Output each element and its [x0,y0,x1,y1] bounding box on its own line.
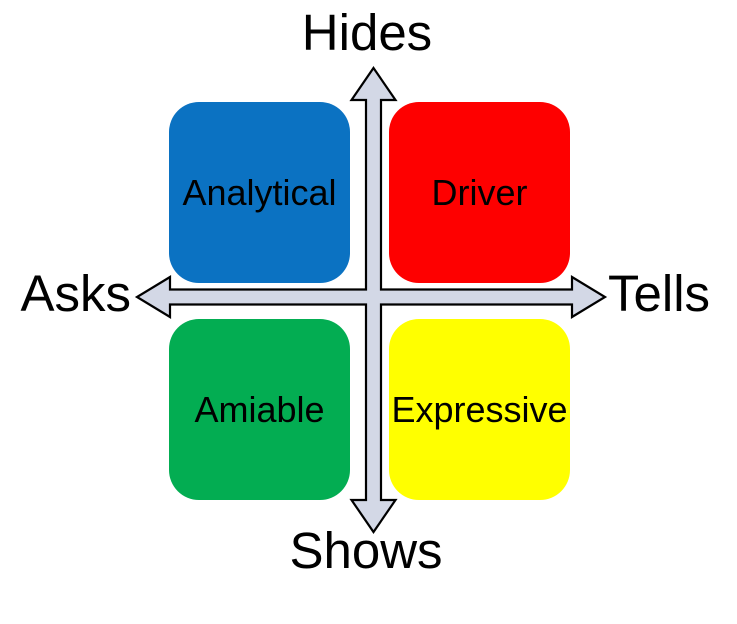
axis-label-shows: Shows [289,522,443,579]
quadrant-expressive-label: Expressive [391,388,568,430]
quadrant-amiable: Amiable [169,319,350,500]
axis-label-asks: Asks [20,265,131,322]
quadrant-expressive: Expressive [389,319,570,500]
quadrant-amiable-label: Amiable [194,388,325,430]
quadrant-analytical: Analytical [169,102,350,283]
axis-label-hides: Hides [301,4,433,61]
quadrant-driver: Driver [389,102,570,283]
quadrant-driver-label: Driver [431,171,528,213]
axis-label-tells: Tells [608,265,711,322]
quadrant-analytical-label: Analytical [182,171,337,213]
